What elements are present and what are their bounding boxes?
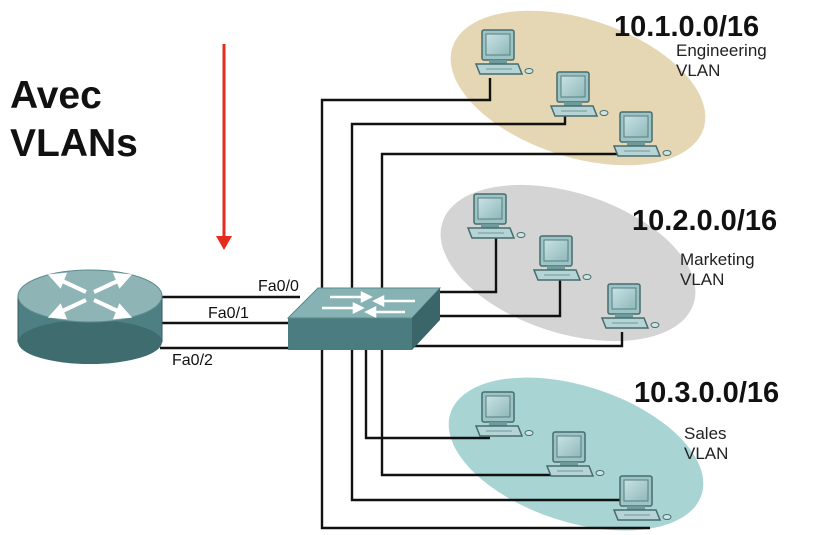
vlan-name-line-2: VLAN bbox=[676, 61, 721, 80]
vlan-network-sales: 10.3.0.0/16 bbox=[634, 377, 780, 409]
vlan-network-marketing: 10.2.0.0/16 bbox=[632, 205, 778, 237]
title-line-2: VLANs bbox=[10, 122, 138, 165]
diagram-title: Avec VLANs bbox=[10, 72, 138, 168]
router-switch-links bbox=[160, 295, 300, 350]
vlan-name-line-1: Marketing bbox=[680, 250, 755, 269]
vlan-name-line-2: VLAN bbox=[684, 444, 729, 463]
router-icon bbox=[17, 269, 163, 364]
vlan-name-sales: Sales VLAN bbox=[684, 424, 728, 464]
port-label-fa0-0: Fa0/0 bbox=[258, 278, 299, 295]
vlan-name-marketing: Marketing VLAN bbox=[680, 250, 755, 290]
vlan-name-line-1: Engineering bbox=[676, 41, 767, 60]
vlan-name-line-2: VLAN bbox=[680, 270, 725, 289]
red-arrow bbox=[216, 44, 232, 250]
switch-icon bbox=[286, 287, 442, 350]
port-label-fa0-2: Fa0/2 bbox=[172, 352, 213, 369]
title-line-1: Avec bbox=[10, 74, 102, 117]
vlan-name-line-1: Sales bbox=[684, 424, 727, 443]
port-label-fa0-1: Fa0/1 bbox=[208, 305, 249, 322]
vlan-network-engineering: 10.1.0.0/16 bbox=[614, 11, 760, 43]
vlan-name-engineering: Engineering VLAN bbox=[676, 41, 767, 81]
